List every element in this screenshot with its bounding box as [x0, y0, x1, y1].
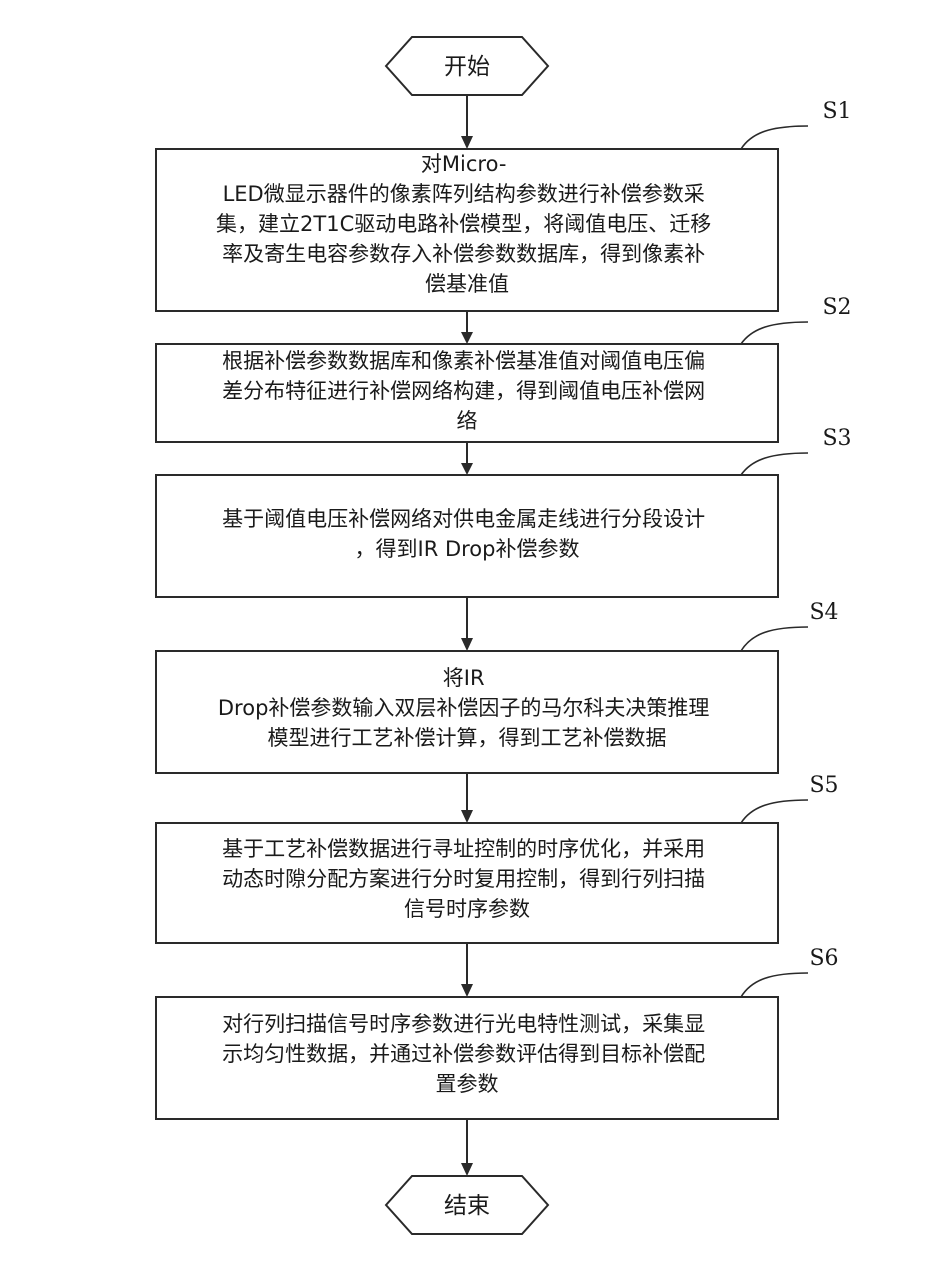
s5-text: 基于工艺补偿数据进行寻址控制的时序优化，并采用 动态时隙分配方案进行分时复用控制…	[222, 837, 712, 921]
s2-line-2: 差分布特征进行补偿网络构建，得到阈值电压补偿网	[222, 379, 705, 403]
s1-box	[155, 148, 779, 312]
s6-line-1: 对行列扫描信号时序参数进行光电特性测试，采集显	[222, 1012, 705, 1036]
s1-line-3: 集，建立2T1C驱动电路补偿模型，将阈值电压、迁移	[216, 212, 711, 236]
s6-step-label: S6	[809, 946, 838, 971]
s3-line-2: ，得到IR Drop补偿参数	[355, 537, 580, 561]
s5-line-1: 基于工艺补偿数据进行寻址控制的时序优化，并采用	[222, 837, 705, 861]
arrow-s4-to-s5	[461, 773, 473, 823]
step-s5: S5 基于工艺补偿数据进行寻址控制的时序优化，并采用 动态时隙分配方案进行分时复…	[155, 773, 839, 944]
start-node: 开始	[384, 36, 550, 96]
s4-line-3: 模型进行工艺补偿计算，得到工艺补偿数据	[268, 726, 667, 750]
arrow-s6-to-end	[461, 1119, 473, 1176]
s3-leader-line	[740, 452, 809, 476]
arrow-s1-to-s2	[461, 311, 473, 344]
step-s4: S4 将IR Drop补偿参数输入双层补偿因子的马尔科夫决策推理 模型进行工艺补…	[155, 600, 839, 774]
s2-line-3: 络	[457, 409, 478, 433]
arrow-s3-to-s4	[461, 597, 473, 651]
s4-step-label: S4	[809, 600, 838, 625]
s1-line-1: 对Micro-	[421, 152, 507, 176]
s4-line-1: 将IR	[443, 666, 485, 690]
s5-box	[155, 822, 779, 944]
s2-text: 根据补偿参数数据库和像素补偿基准值对阈值电压偏 差分布特征进行补偿网络构建，得到…	[222, 349, 712, 433]
s6-leader-line	[740, 972, 809, 998]
end-terminal-shape	[384, 1175, 550, 1235]
s4-text: 将IR Drop补偿参数输入双层补偿因子的马尔科夫决策推理 模型进行工艺补偿计算…	[218, 666, 716, 750]
s5-line-3: 信号时序参数	[404, 897, 530, 921]
s1-line-2: LED微显示器件的像素阵列结构参数进行补偿参数采	[223, 182, 705, 206]
s3-line-1: 基于阈值电压补偿网络对供电金属走线进行分段设计	[222, 507, 705, 531]
arrow-start-to-s1	[461, 95, 473, 149]
s3-text: 基于阈值电压补偿网络对供电金属走线进行分段设计 ，得到IR Drop补偿参数	[222, 507, 712, 561]
s5-leader-line	[740, 799, 809, 824]
arrow-s5-to-s6	[461, 943, 473, 997]
s5-step-label: S5	[809, 773, 838, 798]
s4-leader-line	[740, 626, 809, 652]
s3-box	[155, 474, 779, 598]
arrow-s2-to-s3	[461, 442, 473, 475]
s6-line-2: 示均匀性数据，并通过补偿参数评估得到目标补偿配	[222, 1042, 705, 1066]
end-node: 结束	[384, 1175, 550, 1235]
step-s3: S3 基于阈值电压补偿网络对供电金属走线进行分段设计 ，得到IR Drop补偿参…	[155, 426, 852, 598]
s1-text: 对Micro- LED微显示器件的像素阵列结构参数进行补偿参数采 集，建立2T1…	[216, 152, 718, 296]
s2-line-1: 根据补偿参数数据库和像素补偿基准值对阈值电压偏	[222, 349, 705, 373]
step-s1: S1 对Micro- LED微显示器件的像素阵列结构参数进行补偿参数采 集，建立…	[155, 99, 852, 312]
step-s6: S6 对行列扫描信号时序参数进行光电特性测试，采集显 示均匀性数据，并通过补偿参…	[155, 946, 839, 1120]
s2-leader-line	[740, 321, 809, 345]
s5-line-2: 动态时隙分配方案进行分时复用控制，得到行列扫描	[222, 867, 705, 891]
s2-box	[155, 343, 779, 443]
s2-step-label: S2	[822, 295, 851, 320]
s6-line-3: 置参数	[436, 1072, 499, 1096]
start-label: 开始	[444, 54, 490, 80]
end-label: 结束	[444, 1193, 490, 1219]
s1-line-4: 率及寄生电容参数存入补偿参数数据库，得到像素补	[222, 242, 705, 266]
step-s2: S2 根据补偿参数数据库和像素补偿基准值对阈值电压偏 差分布特征进行补偿网络构建…	[155, 295, 852, 443]
s1-step-label: S1	[822, 99, 851, 124]
s4-box	[155, 650, 779, 774]
start-terminal-shape	[384, 36, 550, 96]
s6-text: 对行列扫描信号时序参数进行光电特性测试，采集显 示均匀性数据，并通过补偿参数评估…	[222, 1012, 712, 1096]
s3-step-label: S3	[822, 426, 851, 451]
s4-line-2: Drop补偿参数输入双层补偿因子的马尔科夫决策推理	[218, 696, 710, 720]
s1-leader-line	[740, 125, 809, 150]
s1-line-5: 偿基准值	[425, 272, 509, 296]
